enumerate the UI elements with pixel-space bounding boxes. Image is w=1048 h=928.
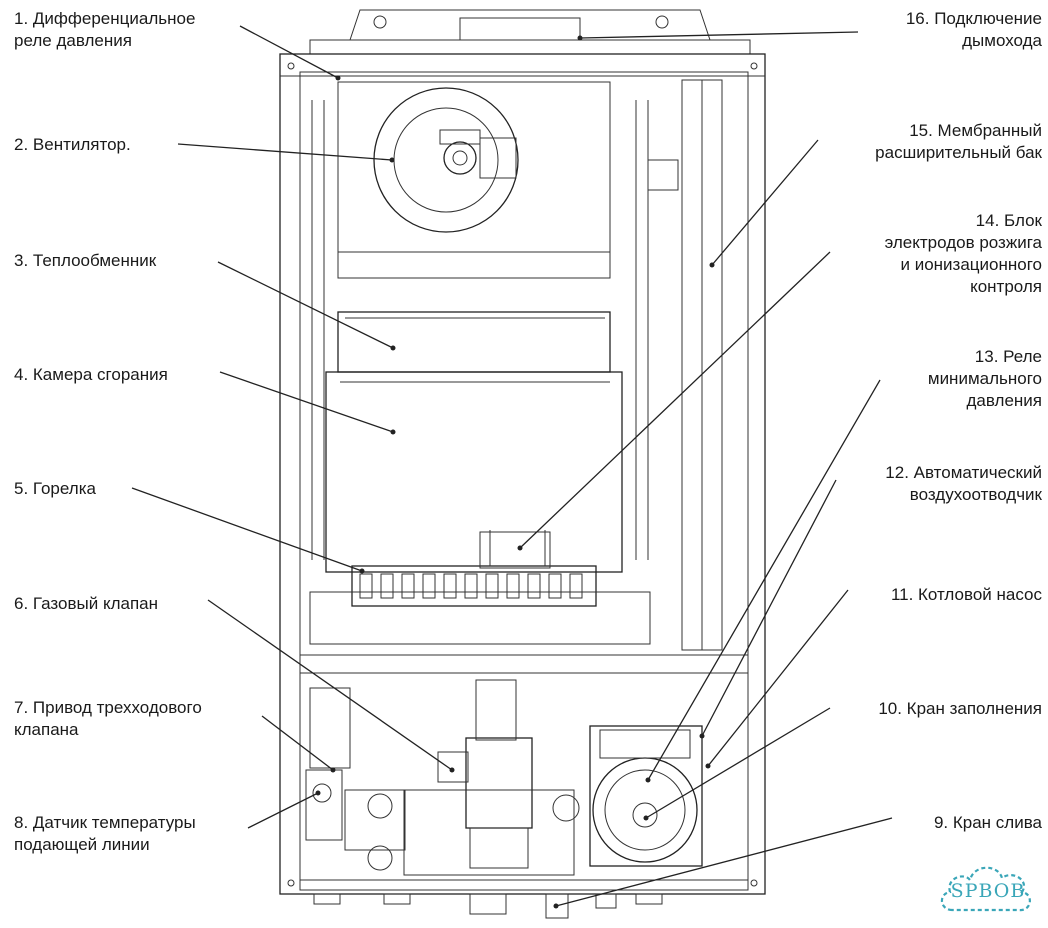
gas-valve	[437, 679, 533, 869]
label-three-way-valve-actuator: 7. Привод трехходового клапана	[14, 698, 202, 739]
label-boiler-pump: 11. Котловой насос	[890, 585, 1042, 604]
label-expansion-tank: 15. Мембранный расширительный бак	[875, 121, 1042, 162]
burner-rib	[464, 573, 478, 599]
label-fill-valve: 10. Кран заполнения	[878, 699, 1042, 718]
burner-rib	[506, 573, 520, 599]
label-supply-temperature-sensor: 8. Датчик температуры подающей линии	[14, 813, 196, 854]
burner-rib	[359, 573, 373, 599]
burner-rib	[548, 573, 562, 599]
burner-rib	[422, 573, 436, 599]
label-air-vent: 12. Автоматический воздухоотводчик	[885, 463, 1042, 504]
label-gas-valve: 6. Газовый клапан	[14, 594, 158, 613]
burner-rib	[527, 573, 541, 599]
label-drain-valve: 9. Кран слива	[933, 813, 1042, 832]
leader-dots	[315, 35, 715, 909]
burner-rib	[569, 573, 583, 599]
burner	[309, 530, 651, 645]
leader-lines	[131, 25, 893, 907]
label-combustion-chamber: 4. Камера сгорания	[14, 365, 168, 384]
burner-rib	[443, 573, 457, 599]
burner-rib	[401, 573, 415, 599]
side-pipes	[311, 79, 723, 651]
boiler-casing	[279, 53, 766, 895]
burner-rib	[380, 573, 394, 599]
label-fan: 2. Вентилятор.	[14, 135, 131, 154]
label-chimney-connection: 16. Подключение дымохода	[905, 9, 1042, 50]
watermark-text: SPBOB	[950, 880, 1026, 902]
label-ignition-electrodes: 14. Блок электродов розжига и ионизацион…	[884, 211, 1042, 296]
bottom-fittings	[313, 893, 663, 919]
combustion-chamber	[325, 371, 623, 573]
burner-rib	[485, 573, 499, 599]
label-burner: 5. Горелка	[14, 479, 96, 498]
heat-exchanger	[337, 251, 611, 373]
label-differential-pressure-relay: 1. Дифференциальное реле давления	[14, 9, 196, 50]
chimney-connection	[309, 9, 751, 55]
label-heat-exchanger: 3. Теплообменник	[14, 251, 157, 270]
cloud-logo-icon	[940, 866, 1031, 912]
pump	[589, 725, 703, 867]
fan	[337, 81, 611, 253]
label-min-pressure-relay: 13. Реле минимального давления	[927, 347, 1042, 410]
